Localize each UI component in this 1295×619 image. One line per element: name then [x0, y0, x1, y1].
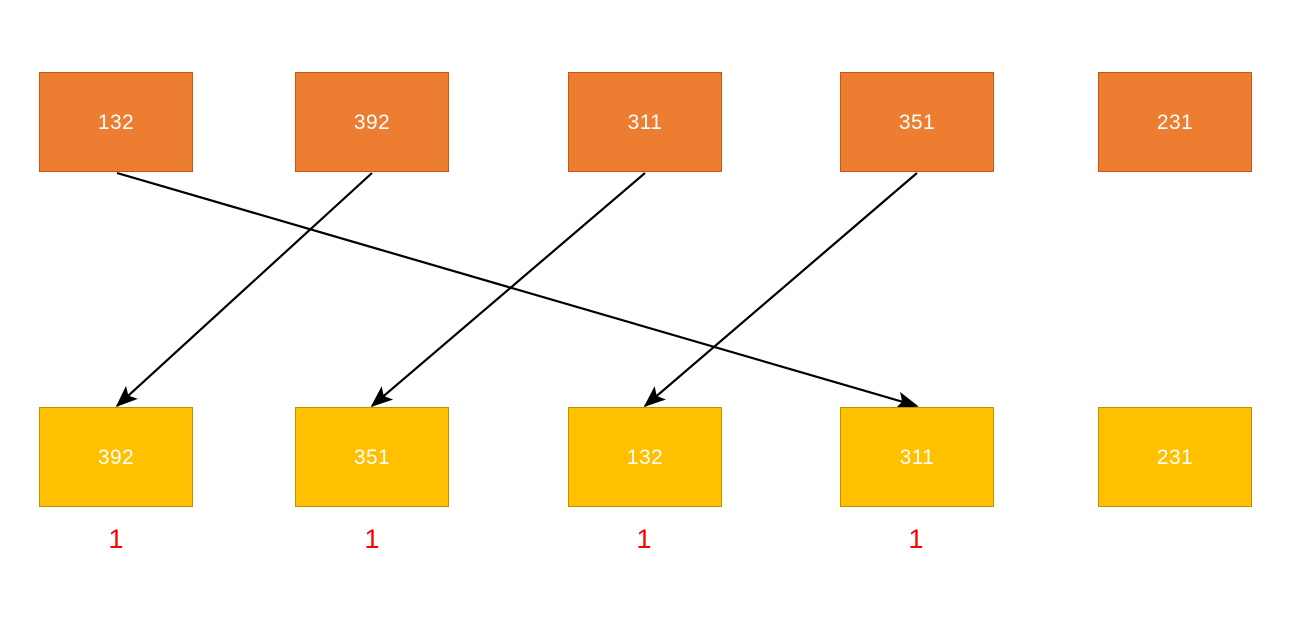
top-node-2[interactable]: 311 [568, 72, 722, 172]
bottom-node-label: 392 [97, 445, 135, 469]
bottom-node-label: 311 [899, 445, 935, 469]
top-node-label: 132 [97, 110, 135, 134]
bottom-node-label: 231 [1156, 445, 1194, 469]
top-node-label: 351 [898, 110, 936, 134]
bottom-node-4[interactable]: 231 [1098, 407, 1252, 507]
swap-arrow-311-to-351 [370, 172, 646, 408]
top-node-3[interactable]: 351 [840, 72, 994, 172]
swap-arrow-392-to-392 [115, 172, 373, 408]
top-node-label: 311 [627, 110, 663, 134]
bottom-node-label: 132 [626, 445, 664, 469]
swap-arrow-132-to-311 [116, 171, 919, 409]
top-node-1[interactable]: 392 [295, 72, 449, 172]
swap-arrow-351-to-132 [643, 172, 918, 408]
bottom-node-0[interactable]: 392 [39, 407, 193, 507]
top-node-0[interactable]: 132 [39, 72, 193, 172]
top-node-label: 392 [353, 110, 391, 134]
swap-count-label-3: 1 [908, 524, 924, 554]
bottom-node-3[interactable]: 311 [840, 407, 994, 507]
swap-count-label-2: 1 [636, 524, 652, 554]
top-node-label: 231 [1156, 110, 1194, 134]
bottom-node-1[interactable]: 351 [295, 407, 449, 507]
bottom-node-2[interactable]: 132 [568, 407, 722, 507]
bottom-node-label: 351 [353, 445, 391, 469]
swap-count-label-0: 1 [108, 524, 124, 554]
swap-count-label-1: 1 [364, 524, 380, 554]
top-node-4[interactable]: 231 [1098, 72, 1252, 172]
